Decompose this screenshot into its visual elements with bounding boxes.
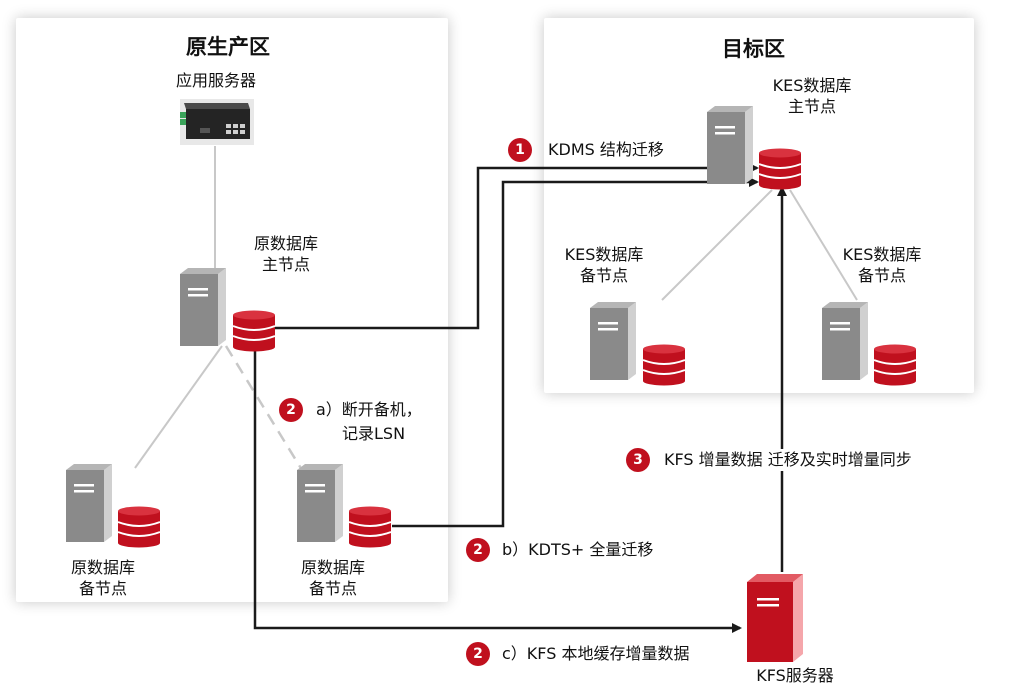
step2a-label-line2: 记录LSN — [342, 424, 406, 443]
orig-master-label: 原数据库 主节点 — [231, 233, 341, 275]
kes-standby2-label-line1: KES数据库 — [842, 245, 922, 264]
kes-standby2-label-line2: 备节点 — [857, 266, 906, 285]
step1-label: KDMS 结构迁移 — [548, 140, 664, 159]
master-to-standby1-link — [134, 345, 223, 469]
orig-master-label-line2: 主节点 — [261, 255, 310, 274]
target-zone-title: 目标区 — [722, 37, 785, 61]
orig-standby2-label-line1: 原数据库 — [300, 558, 365, 577]
step2b-label: b）KDTS+ 全量迁移 — [502, 540, 654, 559]
step2a-label: a）断开备机， 记录LSN — [316, 398, 422, 446]
arrow-step2c — [253, 350, 742, 633]
kes-master-label-line1: KES数据库 — [772, 76, 852, 95]
kes-standby1-label-line2: 备节点 — [579, 266, 628, 285]
step1-badge: 1 — [508, 138, 532, 162]
step2a-badge: 2 — [279, 398, 303, 422]
kes-master-to-standby2-link — [789, 189, 858, 301]
kes-master-label: KES数据库 主节点 — [752, 75, 872, 117]
step2c-badge: 2 — [466, 642, 490, 666]
orig-standby1-label-line2: 备节点 — [78, 579, 127, 598]
kes-standby2-label: KES数据库 备节点 — [822, 244, 942, 286]
orig-standby2-server-icon — [297, 464, 392, 549]
step3-badge: 3 — [626, 448, 650, 472]
arrow-step2b — [392, 177, 759, 528]
kes-master-label-line2: 主节点 — [787, 97, 836, 116]
kes-standby1-server-icon — [590, 302, 686, 387]
orig-master-label-line1: 原数据库 — [253, 234, 318, 253]
kfs-server-icon — [747, 574, 803, 662]
orig-standby1-label: 原数据库 备节点 — [48, 557, 158, 599]
arrow-step1 — [275, 163, 759, 330]
orig-standby2-label-line2: 备节点 — [308, 579, 357, 598]
source-zone-title: 原生产区 — [186, 35, 270, 59]
step3-label: KFS 增量数据 迁移及实时增量同步 — [664, 449, 912, 471]
step2a-label-line1: a）断开备机， — [316, 400, 422, 419]
kes-master-to-standby1-link — [661, 189, 773, 301]
kes-standby1-label-line1: KES数据库 — [564, 245, 644, 264]
step2b-badge: 2 — [466, 538, 490, 562]
orig-standby1-label-line1: 原数据库 — [70, 558, 135, 577]
kes-standby1-label: KES数据库 备节点 — [544, 244, 664, 286]
kes-master-server-icon — [707, 106, 802, 191]
master-to-standby2-dashed-link — [224, 345, 304, 471]
app-server-label: 应用服务器 — [175, 71, 256, 90]
step2c-label: c）KFS 本地缓存增量数据 — [502, 644, 690, 663]
orig-standby2-label: 原数据库 备节点 — [278, 557, 388, 599]
kes-standby2-server-icon — [822, 302, 917, 387]
orig-standby1-server-icon — [66, 464, 161, 549]
app-server-icon — [180, 99, 254, 145]
kfs-server-label: KFS服务器 — [756, 666, 834, 685]
orig-master-server-icon — [180, 268, 276, 353]
